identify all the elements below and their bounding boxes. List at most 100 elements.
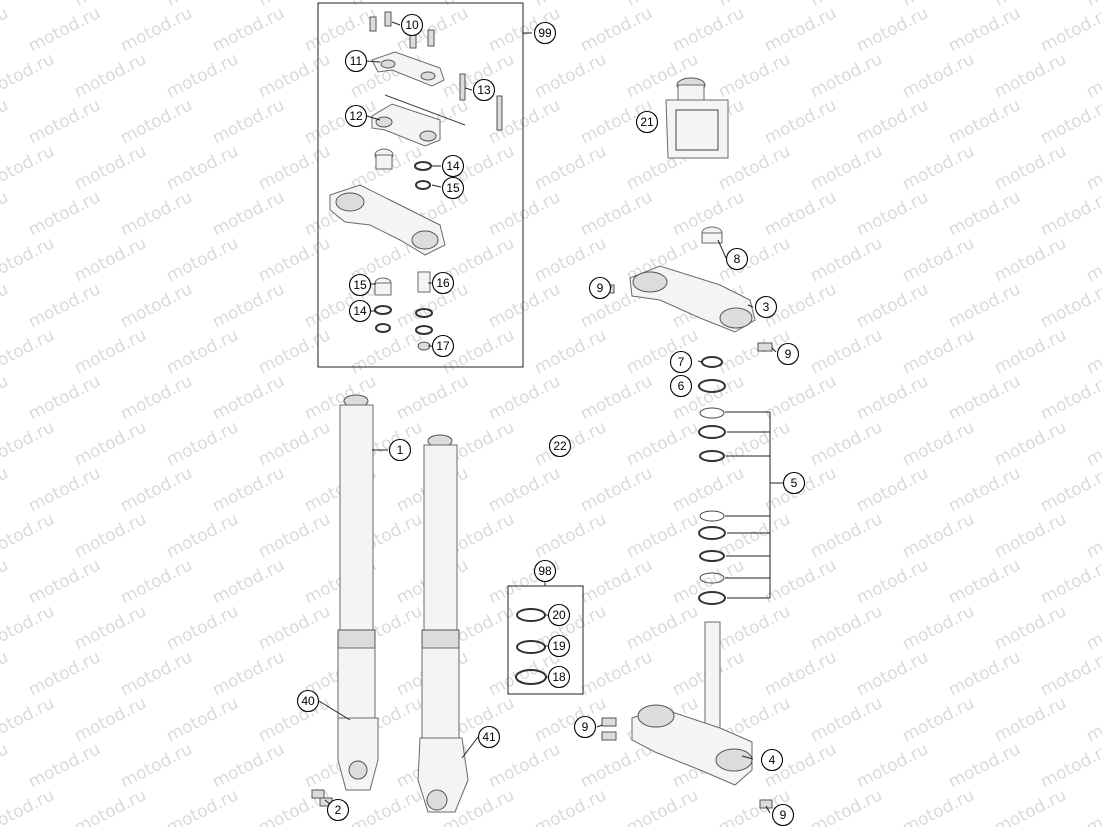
watermark-text: motod.ru <box>531 141 610 194</box>
callout-17: 17 <box>431 334 455 358</box>
callout-4: 4 <box>760 748 784 772</box>
watermark-text: motod.ru <box>1083 417 1102 470</box>
watermark-text: motod.ru <box>117 187 196 240</box>
watermark-text: motod.ru <box>577 739 656 792</box>
watermark-text: motod.ru <box>991 601 1070 654</box>
watermark-text: motod.ru <box>1037 371 1102 424</box>
watermark-text: motod.ru <box>163 325 242 378</box>
watermark-text: motod.ru <box>0 417 58 470</box>
svg-text:9: 9 <box>780 808 787 822</box>
watermark-text: motod.ru <box>669 3 748 56</box>
watermark-text: motod.ru <box>0 601 58 654</box>
watermark-text: motod.ru <box>1037 95 1102 148</box>
watermark-text: motod.ru <box>0 141 58 194</box>
watermark-text: motod.ru <box>71 233 150 286</box>
watermark-text: motod.ru <box>71 785 150 827</box>
callout-8: 8 <box>725 247 749 271</box>
watermark-text: motod.ru <box>623 601 702 654</box>
watermark-text: motod.ru <box>71 509 150 562</box>
watermark-text: motod.ru <box>255 49 334 102</box>
watermark-text: motod.ru <box>807 325 886 378</box>
callout-13: 13 <box>472 78 496 102</box>
oil-bottle <box>665 77 729 159</box>
watermark-text: motod.ru <box>853 555 932 608</box>
watermark-text: motod.ru <box>485 463 564 516</box>
watermark-text: motod.ru <box>945 95 1024 148</box>
watermark-text: motod.ru <box>807 509 886 562</box>
watermark-text: motod.ru <box>209 95 288 148</box>
callout-7: 7 <box>669 350 693 374</box>
callout-10: 10 <box>400 13 424 37</box>
watermark-text: motod.ru <box>853 647 932 700</box>
watermark-text: motod.ru <box>1083 49 1102 102</box>
svg-text:6: 6 <box>678 379 685 393</box>
watermark-text: motod.ru <box>0 555 12 608</box>
watermark-text: motod.ru <box>945 647 1024 700</box>
watermark-text: motod.ru <box>945 3 1024 56</box>
watermark-text: motod.ru <box>209 3 288 56</box>
watermark-text: motod.ru <box>209 187 288 240</box>
watermark-text: motod.ru <box>1083 601 1102 654</box>
watermark-text: motod.ru <box>899 233 978 286</box>
svg-text:16: 16 <box>436 276 450 290</box>
watermark-text: motod.ru <box>0 279 12 332</box>
watermark-text: motod.ru <box>209 739 288 792</box>
watermark-text: motod.ru <box>163 693 242 746</box>
callout-21: 21 <box>635 110 659 134</box>
watermark-text: motod.ru <box>1083 233 1102 286</box>
watermark-text: motod.ru <box>853 371 932 424</box>
svg-text:3: 3 <box>763 300 770 314</box>
watermark-text: motod.ru <box>807 417 886 470</box>
svg-text:13: 13 <box>477 83 491 97</box>
watermark-text: motod.ru <box>71 325 150 378</box>
callout-3: 3 <box>754 295 778 319</box>
watermark-text: motod.ru <box>255 509 334 562</box>
watermark-text: motod.ru <box>991 233 1070 286</box>
watermark-text: motod.ru <box>945 187 1024 240</box>
watermark-text: motod.ru <box>209 371 288 424</box>
watermark-text: motod.ru <box>393 371 472 424</box>
watermark-text: motod.ru <box>0 187 12 240</box>
callout-15-lower: 15 <box>348 273 372 297</box>
watermark-text: motod.ru <box>945 463 1024 516</box>
watermark-text: motod.ru <box>853 279 932 332</box>
watermark-text: motod.ru <box>715 417 794 470</box>
watermark-text: motod.ru <box>1083 785 1102 827</box>
watermark-text: motod.ru <box>531 509 610 562</box>
kit-99-box <box>317 2 524 368</box>
watermark-text: motod.ru <box>25 95 104 148</box>
svg-text:20: 20 <box>552 608 566 622</box>
watermark-text: motod.ru <box>255 233 334 286</box>
watermark-text: motod.ru <box>163 417 242 470</box>
callout-20: 20 <box>547 603 571 627</box>
watermark-text: motod.ru <box>347 785 426 827</box>
svg-text:9: 9 <box>785 347 792 361</box>
svg-text:11: 11 <box>350 54 363 68</box>
watermark-text: motod.ru <box>853 3 932 56</box>
watermark-text: motod.ru <box>117 463 196 516</box>
leader-lines <box>318 21 783 814</box>
watermark-text: motod.ru <box>853 739 932 792</box>
watermark-text: motod.ru <box>991 693 1070 746</box>
watermark-text: motod.ru <box>1037 463 1102 516</box>
watermark-text: motod.ru <box>0 739 12 792</box>
watermark-text: motod.ru <box>1037 187 1102 240</box>
watermark-text: motod.ru <box>485 739 564 792</box>
watermark-text: motod.ru <box>623 785 702 827</box>
watermark-text: motod.ru <box>0 371 12 424</box>
watermark-text: motod.ru <box>25 3 104 56</box>
svg-text:22: 22 <box>553 439 567 453</box>
watermark-text: motod.ru <box>715 509 794 562</box>
watermark-text: motod.ru <box>715 601 794 654</box>
watermark-text: motod.ru <box>209 279 288 332</box>
watermark-text: motod.ru <box>899 325 978 378</box>
callout-41: 41 <box>477 725 501 749</box>
watermark-text: motod.ru <box>0 3 12 56</box>
watermark-text: motod.ru <box>991 785 1070 827</box>
watermark-text: motod.ru <box>761 187 840 240</box>
svg-text:5: 5 <box>791 476 798 490</box>
svg-text:15: 15 <box>353 278 367 292</box>
callout-11: 11 <box>344 49 368 73</box>
watermark-text: motod.ru <box>1037 739 1102 792</box>
